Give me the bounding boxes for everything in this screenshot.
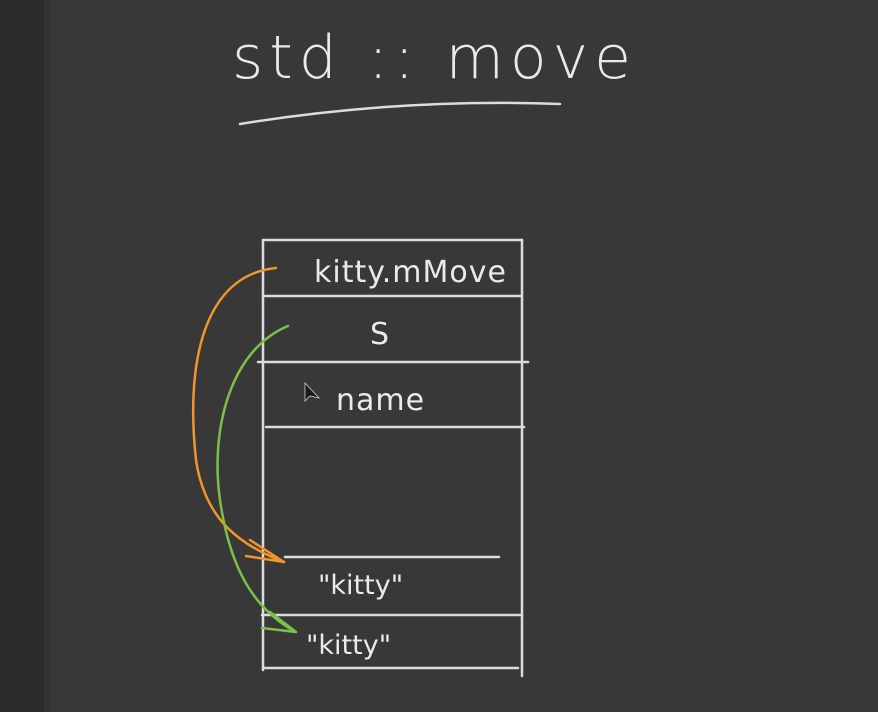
title-underline — [238, 101, 562, 126]
orange-arrow-curve — [191, 266, 286, 564]
left-panel-edge — [44, 0, 50, 712]
orange-arrow-head — [244, 538, 286, 564]
stack-cell-kitty-string-2: "kitty" — [306, 630, 391, 661]
green-arrow-head — [260, 610, 298, 634]
mouse-cursor-icon — [304, 381, 321, 402]
stack-cell-s: S — [370, 317, 390, 352]
orange-move-arrow — [191, 266, 286, 564]
left-panel-strip — [0, 0, 44, 712]
stack-cell-kitty-member: kitty.mMove — [314, 255, 507, 290]
stack-diagram: kitty.mMove S name "kitty" "kitty" — [256, 238, 530, 678]
stack-cell-kitty-string-1: "kitty" — [318, 570, 403, 601]
green-move-arrow — [216, 324, 298, 634]
stack-cell-name: name — [336, 383, 425, 418]
title-text: std :: move — [232, 23, 637, 93]
whiteboard-canvas[interactable] — [50, 0, 878, 712]
green-arrow-curve — [216, 324, 298, 634]
